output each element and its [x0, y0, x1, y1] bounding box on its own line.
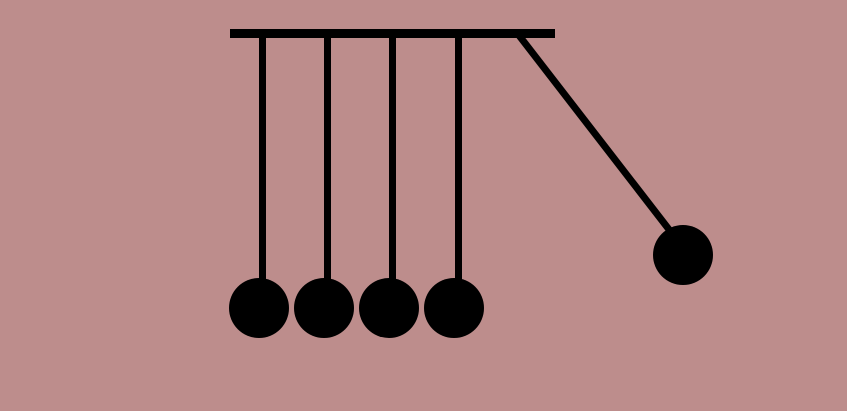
pendulum-1	[229, 36, 289, 338]
pendulum-string	[455, 36, 462, 284]
top-support-bar	[230, 29, 555, 38]
pendulum-ball	[653, 225, 713, 285]
pendulum-ball	[229, 278, 289, 338]
pendulum-ball	[424, 278, 484, 338]
pendulum-2	[294, 36, 354, 338]
pendulum-string	[259, 36, 266, 284]
pendulum-5-swinging	[516, 33, 713, 285]
pendulum-string	[324, 36, 331, 284]
pendulum-string	[516, 33, 679, 241]
pendulum-4	[424, 36, 484, 338]
pendulum-ball	[294, 278, 354, 338]
pendulum-string	[389, 36, 396, 284]
pendulum-ball	[359, 278, 419, 338]
pendulum-3	[359, 36, 419, 338]
